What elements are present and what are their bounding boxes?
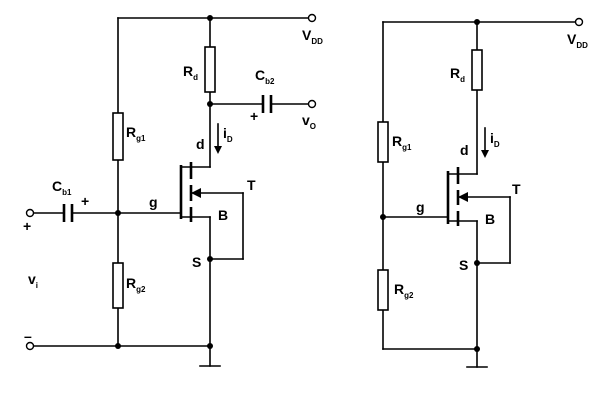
- svg-text:VDD: VDD: [567, 31, 588, 50]
- label-plus-cb1: +: [81, 193, 89, 209]
- current-arrow: [214, 123, 222, 154]
- svg-text:Rd: Rd: [183, 63, 198, 82]
- terminal-vdd-right: [574, 17, 584, 27]
- label-id: i: [223, 125, 227, 141]
- label-d: d: [196, 136, 205, 152]
- terminal-vo: [307, 99, 317, 109]
- svg-text:Rg1: Rg1: [392, 133, 412, 152]
- label-t: T: [247, 177, 256, 193]
- label-rd-sub: d: [193, 73, 198, 82]
- resistor-rd: [204, 46, 216, 93]
- label-vi-sub: i: [36, 281, 38, 290]
- svg-text:Rd: Rd: [450, 65, 465, 84]
- label-rg2: R: [126, 275, 136, 291]
- resistor-rd-right: [471, 49, 483, 91]
- label-vdd-sub: DD: [311, 37, 323, 46]
- label-vo-sub: O: [310, 122, 316, 131]
- label-vi: v: [28, 271, 36, 287]
- svg-text:vO: vO: [302, 112, 316, 131]
- label-s-right: S: [459, 257, 468, 273]
- svg-text:Cb1: Cb1: [52, 178, 72, 197]
- label-id-right: i: [490, 130, 494, 146]
- label-cb2-sub: b2: [265, 77, 275, 86]
- terminal-vi-minus: [25, 341, 35, 351]
- label-b: B: [218, 207, 228, 223]
- svg-text:Rg1: Rg1: [126, 124, 146, 143]
- label-rd-right: R: [450, 65, 460, 81]
- svg-text:vi: vi: [28, 271, 38, 290]
- label-g-right: g: [416, 199, 425, 215]
- label-rg2-right: R: [394, 281, 404, 297]
- svg-text:Cb2: Cb2: [255, 67, 275, 86]
- resistor-rg2-right: [377, 269, 389, 311]
- terminal-vdd: [307, 13, 317, 23]
- label-cb1: C: [52, 178, 62, 194]
- label-rg2-sub: g2: [136, 285, 146, 294]
- resistor-rg1: [112, 112, 124, 161]
- terminal-vi-plus: [25, 208, 35, 218]
- svg-text:VDD: VDD: [302, 27, 323, 46]
- mosfet-symbol-right: [446, 167, 468, 226]
- label-rg1-sub-right: g1: [402, 143, 412, 152]
- current-arrow-right: [481, 127, 489, 158]
- label-vdd-right: V: [567, 31, 577, 47]
- label-id-sub-right: D: [494, 140, 500, 149]
- label-rg1: R: [126, 124, 136, 140]
- label-vo: v: [302, 112, 310, 128]
- label-rd-sub-right: d: [460, 75, 465, 84]
- capacitor-cb1: [62, 204, 74, 222]
- label-cb1-sub: b1: [62, 188, 72, 197]
- resistor-rg1-right: [377, 121, 389, 163]
- svg-text:iD: iD: [490, 130, 500, 149]
- label-t-right: T: [512, 181, 521, 197]
- right-circuit: VDD Rd Rg1 iD d T g B S Rg2: [377, 17, 588, 368]
- mosfet-symbol: [179, 162, 201, 222]
- svg-text:Rg2: Rg2: [126, 275, 146, 294]
- label-rd: R: [183, 63, 193, 79]
- svg-text:iD: iD: [223, 125, 233, 144]
- capacitor-cb2: [261, 95, 273, 113]
- label-rg1-sub: g1: [136, 134, 146, 143]
- svg-text:Rg2: Rg2: [394, 281, 414, 300]
- left-circuit: VDD Rd Cb2 + vO Rg1 iD d Cb1 + g T B + S…: [23, 13, 323, 367]
- label-s: S: [192, 254, 201, 270]
- label-vdd-sub-right: DD: [576, 41, 588, 50]
- label-cb2: C: [255, 67, 265, 83]
- label-g: g: [149, 194, 158, 210]
- label-minus-in: –: [24, 328, 32, 344]
- label-rg1-right: R: [392, 133, 402, 149]
- left-junction-dots: [115, 15, 213, 349]
- label-rg2-sub-right: g2: [404, 291, 414, 300]
- label-d-right: d: [460, 142, 469, 158]
- label-id-sub: D: [227, 135, 233, 144]
- resistor-rg2: [112, 262, 124, 309]
- label-plus-in: +: [23, 218, 31, 234]
- right-junction-dots: [380, 19, 480, 352]
- label-plus-out: +: [250, 108, 258, 124]
- label-b-right: B: [485, 211, 495, 227]
- left-wires: [33, 17, 309, 367]
- label-vdd: V: [302, 27, 312, 43]
